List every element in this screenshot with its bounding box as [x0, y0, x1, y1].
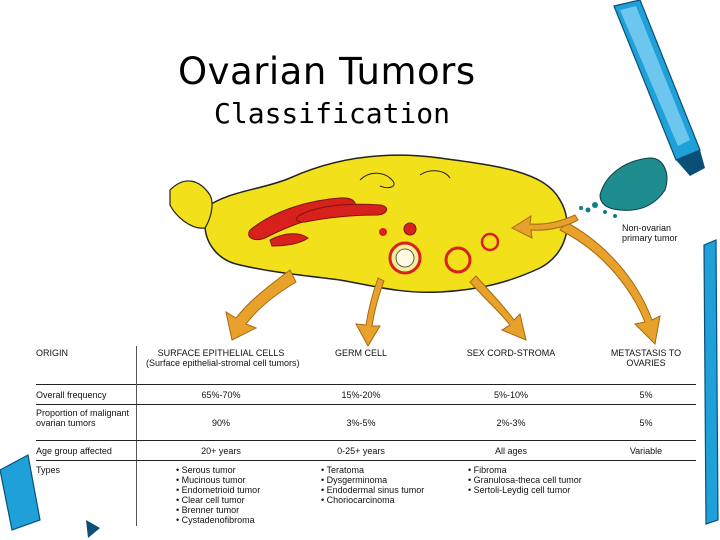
ovary-ligament	[169, 180, 213, 229]
type-item: • Mucinous tumor	[176, 475, 246, 485]
arrow-incoming-metastasis	[510, 214, 579, 239]
table-cell: 0-25+ years	[337, 446, 385, 456]
metastasis-dot	[585, 207, 591, 213]
metastasis-dot	[592, 202, 598, 208]
type-item: • Endometrioid tumor	[176, 485, 261, 495]
table-cell: 90%	[211, 418, 230, 428]
table-divider	[36, 384, 696, 385]
pen-tip-icon	[0, 454, 100, 538]
ovary-follicle	[403, 222, 417, 236]
arrow-sex-cord	[469, 275, 527, 341]
types-list-sex-cord: • Fibroma • Granulosa-theca cell tumor •…	[468, 465, 582, 495]
row-label: Proportion of malignant ovarian tumors	[36, 408, 130, 428]
metastasis-cluster	[579, 157, 668, 218]
metastasis-dot	[579, 206, 583, 210]
ovary-follicle	[379, 228, 387, 236]
types-list-germ: • Teratoma • Dysgerminoma • Endodermal s…	[321, 465, 424, 505]
ovary-follicle	[444, 246, 472, 274]
table-cell: 5%-10%	[493, 390, 529, 400]
pen-icon	[613, 0, 705, 176]
table-cell: All ages	[494, 446, 528, 456]
ovary-streak	[296, 203, 387, 223]
type-item: • Serous tumor	[176, 465, 236, 475]
row-label: Age group affected	[36, 446, 112, 456]
table-cell: 65%-70%	[201, 390, 241, 400]
arrows	[225, 214, 661, 348]
type-item: • Granulosa-theca cell tumor	[468, 475, 582, 485]
slide-subtitle: Classification	[214, 97, 451, 130]
ovary-detail	[419, 170, 451, 179]
arrow-metastasis	[559, 221, 661, 346]
table-divider	[36, 404, 696, 405]
ovary-illustration	[169, 154, 568, 294]
table-cell: 15%-20%	[341, 390, 381, 400]
arrow-germ-cell	[355, 277, 385, 348]
ovary-streak	[269, 233, 309, 247]
table-cell: 3%-5%	[346, 418, 376, 428]
type-item: • Teratoma	[321, 465, 365, 475]
metastasis-dot	[613, 214, 617, 218]
table-cell: 5%	[639, 418, 653, 428]
metastasis-dot	[603, 210, 607, 214]
slide-title: Ovarian Tumors	[178, 50, 476, 93]
ovary-detail	[359, 172, 395, 189]
arrow-surface-epithelial	[225, 269, 297, 341]
type-item: • Brenner tumor	[176, 505, 240, 515]
column-header-surface: SURFACE EPITHELIAL CELLS (Surface epithe…	[146, 348, 300, 368]
table-cell: Variable	[629, 446, 663, 456]
type-item: • Endodermal sinus tumor	[321, 485, 425, 495]
column-header-label: SURFACE EPITHELIAL CELLS	[157, 348, 285, 358]
column-header-sex-cord: SEX CORD-STROMA	[466, 348, 556, 358]
ovary-body	[204, 154, 568, 294]
ovary-follicle-center	[395, 248, 415, 268]
ovary-follicle	[480, 232, 500, 252]
table-cell: 5%	[639, 390, 653, 400]
table-divider	[36, 460, 696, 461]
column-header-germ: GERM CELL	[334, 348, 387, 358]
metastasis-label: Non-ovarian primary tumor	[622, 223, 678, 243]
pen-clip-icon	[703, 239, 719, 525]
type-item: • Sertoli-Leydig cell tumor	[468, 485, 571, 495]
type-item: • Dysgerminoma	[321, 475, 388, 485]
table-divider	[136, 346, 137, 526]
type-item: • Fibroma	[468, 465, 507, 475]
row-label: Overall frequency	[36, 390, 107, 400]
type-item: • Choriocarcinoma	[321, 495, 395, 505]
metastasis-blob	[599, 157, 668, 211]
column-subheader-label: (Surface epithelial-stromal cell tumors)	[146, 358, 300, 368]
column-header-metastasis: METASTASIS TO OVARIES	[610, 348, 682, 368]
types-label: Types	[36, 465, 61, 475]
table-cell: 2%-3%	[496, 418, 526, 428]
table-cell: 20+ years	[201, 446, 241, 456]
origin-header: ORIGIN	[36, 348, 69, 358]
table-divider	[36, 440, 696, 441]
type-item: • Cystadenofibroma	[176, 515, 255, 525]
types-list-surface: • Serous tumor • Mucinous tumor • Endome…	[176, 465, 260, 525]
type-item: • Clear cell tumor	[176, 495, 245, 505]
